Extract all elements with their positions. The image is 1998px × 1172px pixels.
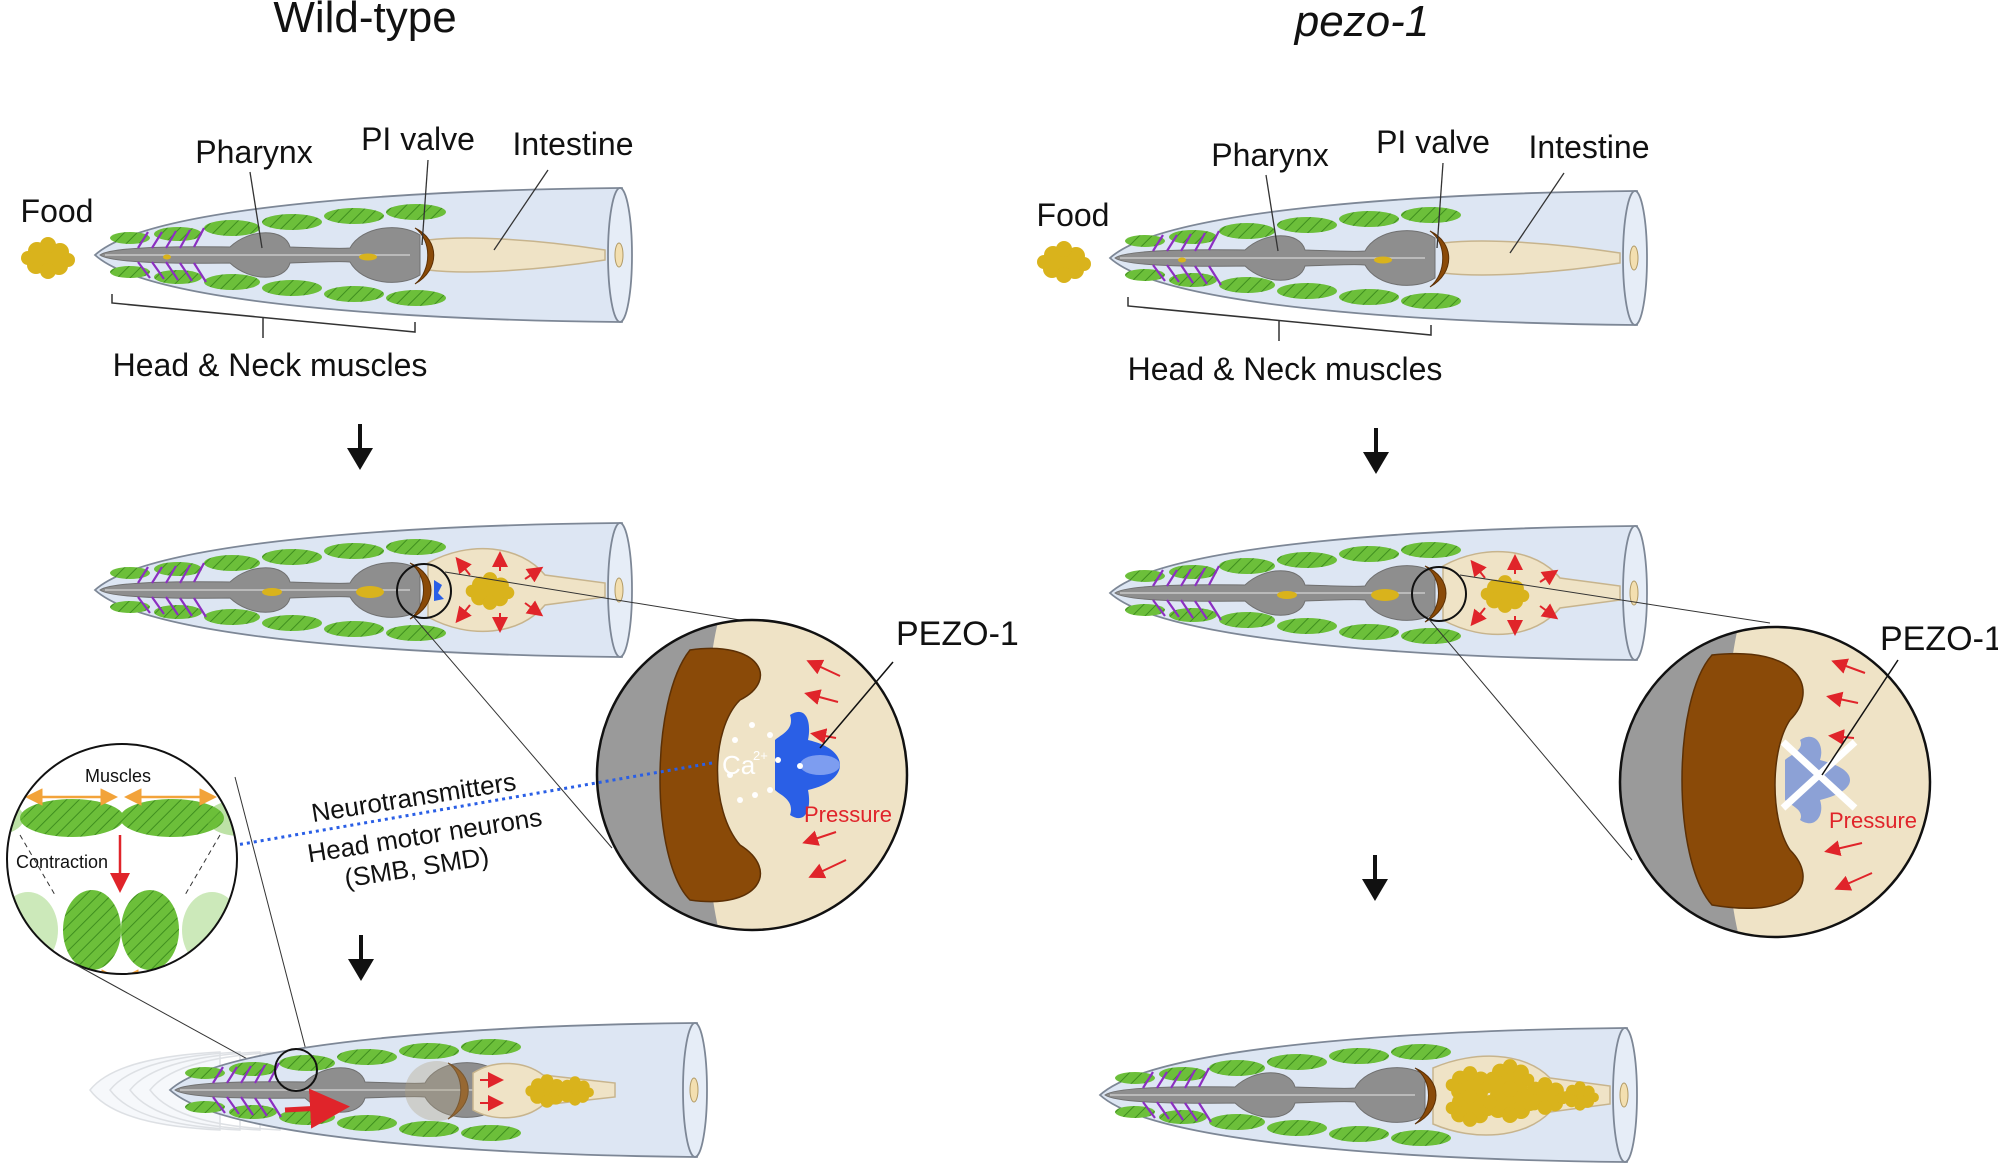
pi-valve-pointer-right	[1436, 162, 1444, 249]
ca-label: Ca	[722, 750, 756, 780]
food-label-right: Food	[1037, 197, 1110, 233]
down-arrow-left-2	[348, 935, 374, 981]
pharynx-pointer-left	[249, 171, 263, 249]
pezo1-label-left: PEZO-1	[896, 615, 1019, 653]
pezo1-pointer-right	[1821, 659, 1899, 776]
pi-valve-pointer-left	[421, 159, 429, 246]
zoom-line-right-bot	[1427, 617, 1633, 861]
down-arrow-right-2	[1362, 855, 1388, 901]
intestine-pointer-left	[493, 169, 549, 251]
inset-connector-top	[234, 776, 309, 1059]
pezo1-label-right: PEZO-1	[1880, 620, 1998, 658]
pi-valve-label-right: PI valve	[1376, 124, 1490, 160]
muscles-inset-label: Muscles	[85, 766, 151, 786]
worm-left-row1	[94, 187, 633, 323]
food-label-left: Food	[21, 193, 94, 229]
intestine-label-left: Intestine	[513, 126, 634, 162]
wild-type-title: Wild-type	[273, 0, 456, 42]
pi-valve-label-left: PI valve	[361, 121, 475, 157]
pezo1-zoom-circle-left	[595, 618, 909, 932]
worm-right-row3	[1099, 1027, 1638, 1163]
pezo1-zoom-circle-right	[1618, 625, 1932, 939]
food-left	[21, 237, 75, 279]
worm-right-row1	[1109, 190, 1648, 326]
inset-connector-bot	[59, 955, 283, 1079]
food-right	[1037, 241, 1091, 283]
intestine-pointer-right	[1509, 172, 1565, 254]
worm-left-row3	[169, 1022, 708, 1158]
worm-left-row2	[94, 522, 633, 658]
worm-right-row2	[1109, 525, 1648, 661]
muscles-label-right: Head & Neck muscles	[1128, 351, 1443, 387]
zoom-line-right-top	[1459, 574, 1771, 624]
intestine-label-right: Intestine	[1529, 129, 1650, 165]
pressure-label-left: Pressure	[804, 802, 892, 827]
down-arrow-right-1	[1363, 428, 1389, 474]
pezo1-title: pezo-1	[1293, 0, 1430, 46]
pharynx-label-right: Pharynx	[1211, 137, 1328, 173]
pharynx-pointer-right	[1265, 174, 1279, 252]
muscle-bracket-left	[111, 294, 416, 338]
ca-superscript: 2+	[753, 748, 768, 763]
zoom-line-left-top	[444, 571, 741, 621]
pressure-label-right: Pressure	[1829, 808, 1917, 833]
contraction-inset-label: Contraction	[16, 852, 108, 872]
zoom-line-left-bot	[411, 614, 613, 849]
down-arrow-left-1	[347, 424, 373, 470]
pezo1-pointer-left	[819, 661, 894, 749]
muscles-label-left: Head & Neck muscles	[113, 347, 428, 383]
pharynx-label-left: Pharynx	[195, 134, 312, 170]
muscle-bracket-right	[1127, 297, 1432, 341]
